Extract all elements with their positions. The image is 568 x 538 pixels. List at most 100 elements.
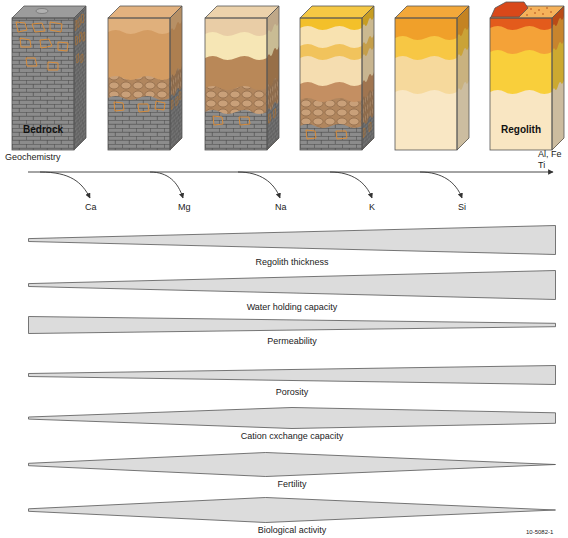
block-front-layers — [395, 18, 457, 150]
block-side-layers — [362, 6, 374, 150]
side-shade — [552, 6, 564, 150]
soil-layer — [205, 18, 267, 150]
wedge-shape — [28, 452, 556, 477]
element-symbol: Si — [458, 202, 478, 213]
property-wedge: Fertility — [28, 452, 556, 490]
soil-layer — [395, 36, 457, 150]
block-side-layers — [74, 6, 86, 150]
property-wedge: Cation cxchange capacity — [28, 407, 556, 442]
block-top — [205, 6, 279, 18]
block-top — [12, 6, 86, 18]
weathering-block — [490, 2, 564, 150]
block-outline — [108, 18, 170, 150]
weathering-block — [205, 6, 279, 150]
block-side-layers — [170, 6, 182, 150]
block-outline — [362, 6, 374, 150]
block-outline — [395, 18, 457, 150]
soil-speckle — [526, 8, 552, 15]
wedge-shape — [28, 270, 556, 300]
soil-layer — [205, 32, 267, 150]
block-side-layers — [457, 6, 469, 150]
depletion-arrow — [150, 172, 183, 198]
wedge-fill — [29, 408, 556, 429]
axis-title: Geochemistry — [5, 152, 85, 163]
bedrock-layer — [108, 96, 170, 150]
soil-layer — [395, 90, 457, 150]
wedge-label: Fertility — [28, 478, 556, 490]
depletion-arrow — [40, 172, 90, 198]
block-front-layers — [108, 18, 170, 150]
property-wedge: Porosity — [28, 365, 556, 398]
soil-layer — [490, 18, 552, 150]
wedge-fill — [29, 271, 556, 300]
profile-block: Regolith — [490, 18, 552, 150]
weathering-crack — [306, 130, 347, 139]
duricrust-lump — [491, 2, 528, 17]
block-outline — [267, 6, 279, 150]
block-outline — [457, 6, 469, 150]
weathering-crack — [114, 101, 165, 112]
soil-layer — [300, 82, 362, 150]
side-shade — [170, 6, 182, 150]
profile-block: Bedrock — [12, 18, 74, 150]
wedge-fill — [29, 317, 556, 334]
side-shade — [74, 6, 86, 150]
weathering-block — [395, 6, 469, 150]
soil-layer — [205, 56, 267, 150]
soil-layer — [300, 44, 362, 150]
wedge-shape — [28, 497, 556, 523]
property-wedge: Biological activity — [28, 497, 556, 536]
soil-layer — [395, 56, 457, 150]
figure-code: 10-5082-1 — [526, 528, 568, 536]
soil-layer — [490, 50, 552, 150]
boulder — [36, 9, 48, 14]
soil-layer — [490, 90, 552, 150]
wedge-label: Cation cxchange capacity — [28, 430, 556, 442]
block-outline — [205, 18, 267, 150]
weathering-block — [300, 6, 374, 150]
property-wedge: Permeability — [28, 316, 556, 347]
wedge-shape — [28, 225, 556, 255]
block-label: Bedrock — [12, 124, 74, 136]
side-shade — [457, 6, 469, 150]
property-wedge: Regolith thickness — [28, 225, 556, 268]
block-front-layers — [490, 18, 552, 150]
block-top — [395, 6, 469, 18]
rubble-layer — [205, 86, 267, 150]
wedge-label: Biological activity — [28, 524, 556, 536]
wedge-shape — [28, 365, 556, 385]
bedrock-layer — [12, 18, 74, 150]
wedge-shape — [28, 407, 556, 429]
weathering-block — [12, 6, 86, 150]
block-outline — [74, 6, 86, 150]
block-outline — [300, 18, 362, 150]
side-shade — [267, 6, 279, 150]
element-symbol: Na — [275, 202, 295, 213]
element-symbol: K — [369, 202, 389, 213]
wedge-label: Regolith thickness — [28, 256, 556, 268]
block-outline — [170, 6, 182, 150]
soil-layer — [395, 18, 457, 150]
wedge-shape — [28, 316, 556, 334]
wedge-label: Porosity — [28, 386, 556, 398]
block-front-layers — [300, 18, 362, 150]
block-top — [300, 6, 374, 18]
block-outline — [490, 18, 552, 150]
soil-layer — [108, 18, 170, 150]
block-front-layers — [12, 18, 74, 150]
wedge-fill — [29, 498, 556, 523]
depletion-arrow — [238, 172, 280, 198]
wedge-label: Water holding capacity — [28, 301, 556, 313]
block-side-layers — [552, 6, 564, 150]
weathering-crack — [213, 116, 250, 125]
block-label: Regolith — [490, 124, 552, 136]
rubble-layer — [300, 98, 362, 150]
block-top — [108, 6, 182, 18]
block-front-layers — [205, 18, 267, 150]
bedrock-layer — [300, 124, 362, 150]
soil-layer — [490, 26, 552, 150]
soil-layer — [108, 30, 170, 150]
soil-layer — [300, 26, 362, 150]
depletion-arrow — [330, 172, 372, 198]
